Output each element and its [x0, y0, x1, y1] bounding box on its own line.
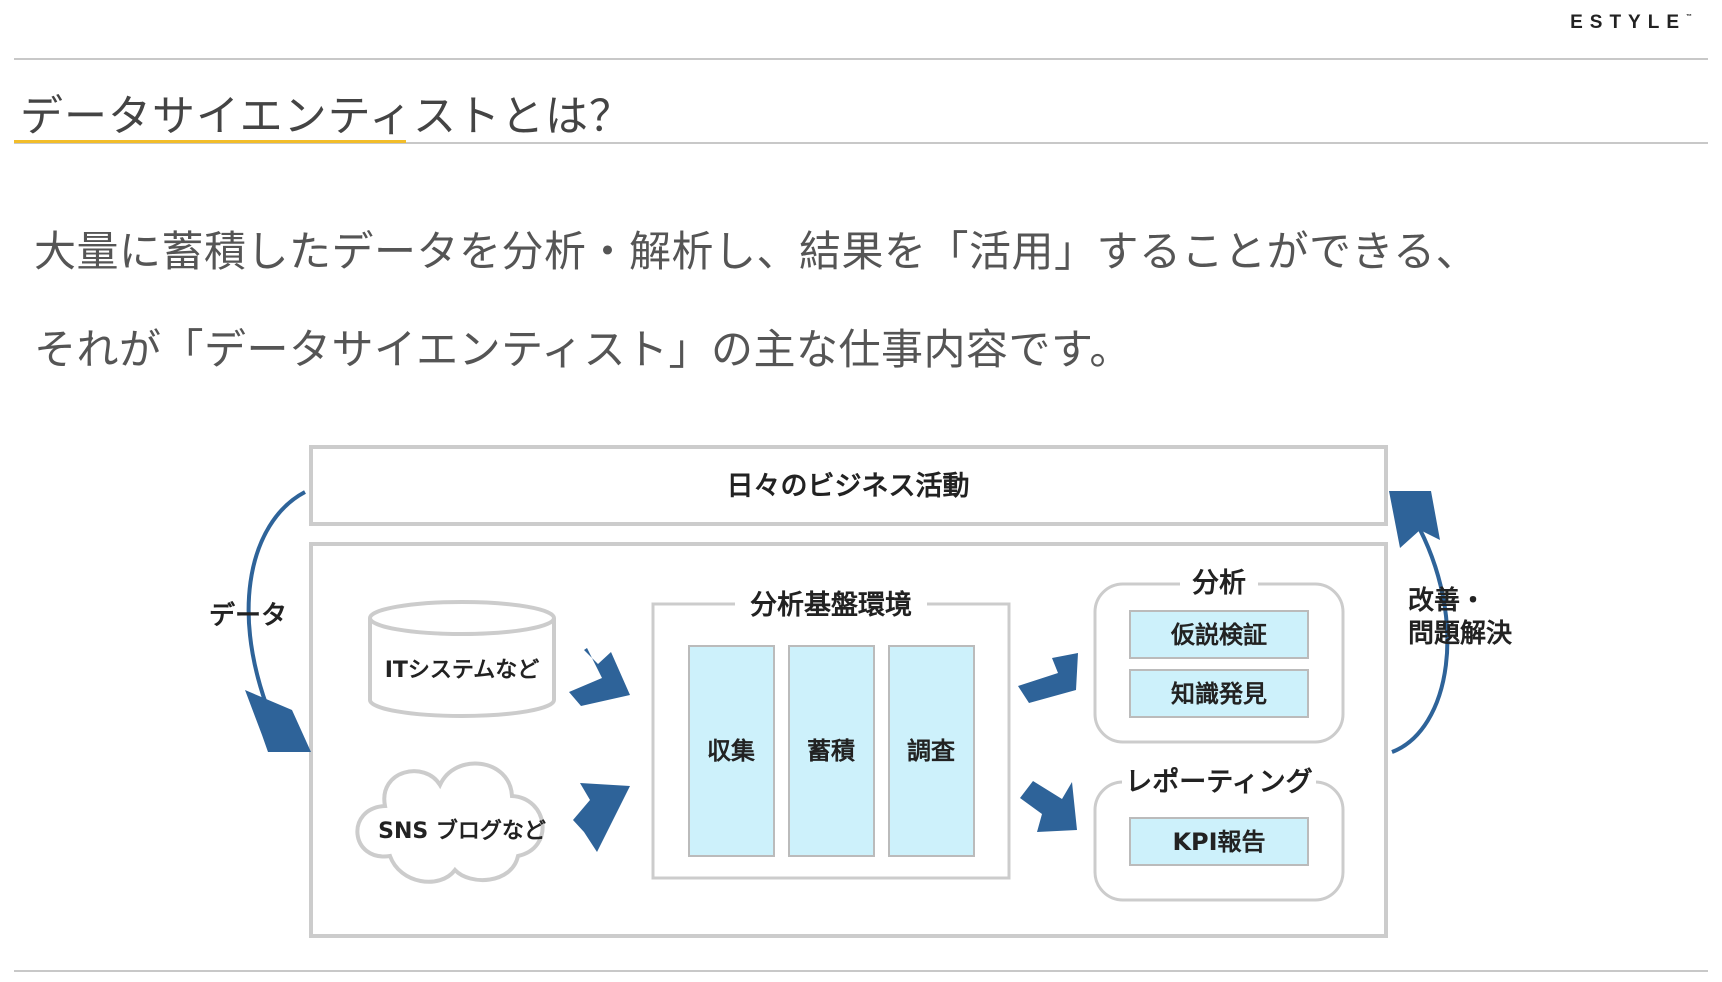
analysis-item-hypothesis	[1129, 610, 1309, 659]
platform-column-label: 収集	[707, 737, 756, 765]
reporting-item-kpi	[1129, 817, 1309, 866]
analysis-title-bg	[1180, 568, 1258, 598]
analysis-item-label: 知識発見	[1171, 680, 1267, 708]
sns-label: SNS ブログなど	[378, 818, 546, 844]
footer-rule	[14, 970, 1708, 972]
platform-title: 分析基盤環境	[750, 590, 912, 621]
lead-text-line-1: 大量に蓄積したデータを分析・解析し、結果を「活用」することができる、	[34, 227, 1479, 276]
data-flow-curve	[246, 490, 306, 739]
platform-column-label: 調査	[907, 737, 955, 765]
reporting-title: レポーティング	[1125, 766, 1312, 798]
improvement-label-line-2: 問題解決	[1408, 619, 1513, 649]
data-label: データ	[209, 600, 287, 631]
platform-column-label: 蓄積	[807, 737, 855, 765]
platform-column-accumulate	[788, 645, 875, 857]
platform-column-collect	[688, 645, 775, 857]
improvement-flow-arrowhead	[1389, 491, 1440, 548]
it-system-cylinder	[368, 600, 556, 718]
arrow-it-to-platform	[569, 648, 630, 706]
page-title: データサイエンティストとは？	[20, 92, 633, 142]
platform-title-bg	[735, 587, 927, 619]
analysis-item-label: 仮説検証	[1170, 621, 1267, 649]
reporting-title-bg	[1122, 764, 1316, 794]
analysis-title: 分析	[1192, 568, 1246, 599]
header-rule	[14, 58, 1708, 60]
analysis-item-discovery	[1129, 669, 1309, 718]
reporting-item-label: KPI報告	[1172, 828, 1265, 856]
platform-column-investigate	[888, 645, 975, 857]
arrow-sns-to-platform	[573, 783, 630, 852]
logo-text: ESTYLE	[1570, 12, 1686, 33]
arrow-platform-to-reporting	[1020, 781, 1077, 832]
sns-cloud-shape	[355, 761, 545, 884]
business-activity-box	[309, 445, 1388, 526]
improvement-flow-curve	[1391, 519, 1450, 754]
arrow-platform-to-analysis	[1018, 653, 1078, 703]
title-accent-underline	[14, 140, 406, 143]
analysis-group-box	[1093, 582, 1345, 744]
data-flow-arrowhead	[245, 690, 311, 752]
it-system-label: ITシステムなど	[385, 658, 540, 683]
title-rule	[14, 142, 1708, 144]
estyle-logo: ESTYLE™	[1570, 12, 1692, 34]
business-activity-label: 日々のビジネス活動	[727, 471, 970, 502]
trademark-mark: ™	[1686, 14, 1692, 20]
improvement-label-line-1: 改善・	[1408, 585, 1486, 616]
lead-text-line-2: それが「データサイエンティスト」の主な仕事内容です。	[34, 325, 1132, 374]
